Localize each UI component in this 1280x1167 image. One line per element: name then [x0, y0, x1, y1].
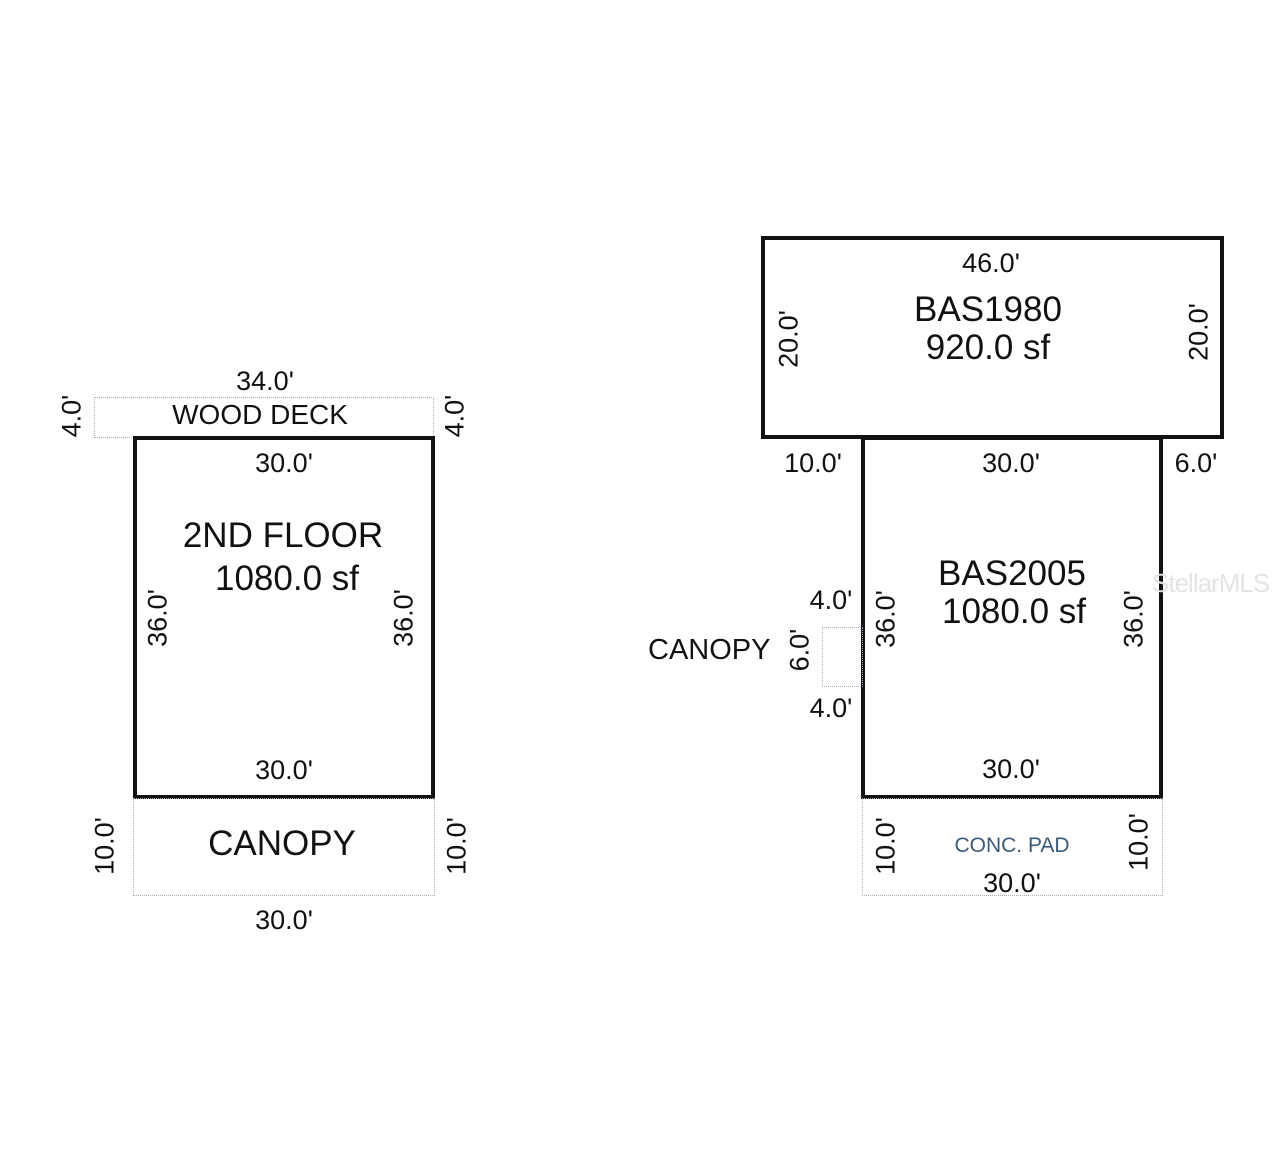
bas2005-top-dimension: 30.0': [982, 448, 1040, 478]
canopy-left-dimension: 10.0': [89, 817, 120, 875]
second-floor-right-dimension: 36.0': [388, 589, 419, 647]
wood-deck-left-dimension: 4.0': [56, 394, 87, 438]
bas2005-right-dimension: 36.0': [1118, 590, 1149, 648]
canopy-label: CANOPY: [208, 824, 356, 863]
wood-deck-top-dimension: 34.0': [236, 366, 294, 396]
bas2005-bottom-dimension: 30.0': [982, 754, 1040, 784]
bas1980-bottom-left-offset: 10.0': [784, 448, 842, 478]
second-floor-bottom-dimension: 30.0': [255, 755, 313, 785]
conc-pad-left-dimension: 10.0': [870, 817, 901, 875]
bas1980-right-dimension: 20.0': [1183, 303, 1214, 361]
side-canopy-height-dimension: 6.0': [784, 628, 815, 672]
second-floor-left-dimension: 36.0': [142, 589, 173, 647]
second-floor-area: 1080.0 sf: [215, 559, 359, 598]
wood-deck-right-dimension: 4.0': [439, 394, 470, 438]
conc-pad-label: CONC. PAD: [954, 834, 1070, 857]
second-floor-room: [133, 436, 435, 799]
side-canopy-label: CANOPY: [648, 634, 771, 666]
bas1980-top-dimension: 46.0': [962, 248, 1020, 278]
bas1980-name: BAS1980: [914, 290, 1062, 329]
side-canopy-below-dimension: 4.0': [809, 693, 853, 723]
canopy-outline: [133, 798, 435, 896]
canopy-bottom-dimension: 30.0': [255, 905, 313, 935]
canopy-right-dimension: 10.0': [441, 817, 472, 875]
second-floor-name: 2ND FLOOR: [182, 516, 384, 555]
second-floor-top-dimension: 30.0': [255, 448, 313, 478]
side-canopy-above-dimension: 4.0': [809, 585, 853, 615]
bas1980-bottom-right-offset: 6.0': [1174, 448, 1218, 478]
bas1980-left-dimension: 20.0': [773, 310, 804, 368]
conc-pad-outline: [862, 798, 1163, 896]
bas2005-left-dimension: 36.0': [870, 590, 901, 648]
bas1980-area: 920.0 sf: [925, 328, 1051, 367]
conc-pad-bottom-dimension: 30.0': [983, 868, 1041, 898]
bas2005-name: BAS2005: [938, 554, 1086, 593]
side-canopy-outline: [822, 627, 863, 687]
conc-pad-right-dimension: 10.0': [1123, 813, 1154, 871]
wood-deck-label: WOOD DECK: [172, 399, 348, 430]
stellarmls-watermark: StellarMLS: [1152, 568, 1270, 598]
bas2005-room: [861, 436, 1163, 799]
bas2005-area: 1080.0 sf: [942, 592, 1086, 631]
